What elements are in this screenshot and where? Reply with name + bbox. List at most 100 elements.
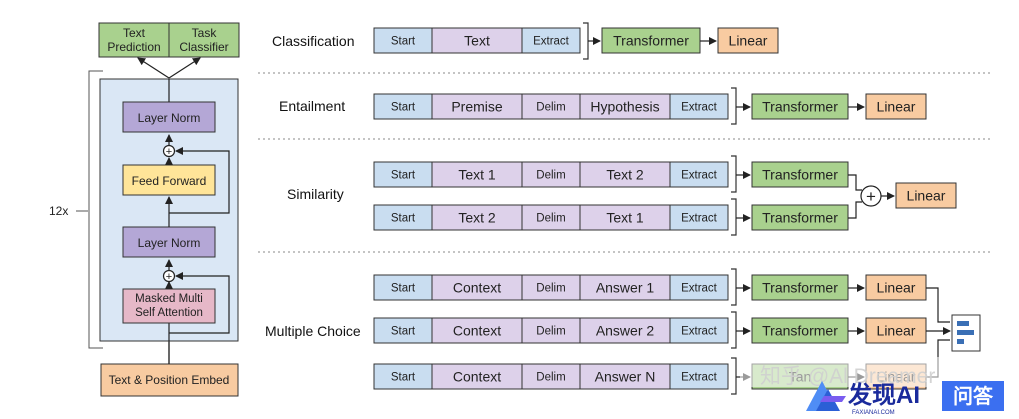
entailment-transformer-label: Transformer bbox=[762, 99, 838, 115]
watermark-ask-badge bbox=[942, 381, 1004, 411]
classification-linear-box bbox=[717, 27, 779, 54]
similarity-0-token-1-label: Text 1 bbox=[458, 167, 496, 183]
classification-linear-label: Linear bbox=[729, 33, 768, 49]
feed-forward-box bbox=[122, 164, 216, 196]
similarity-1-token-2-box bbox=[521, 204, 581, 231]
mc-0-token-2-label: Delim bbox=[536, 283, 565, 295]
similarity-0-token-0-box bbox=[373, 161, 433, 188]
similarity-0-token-0-label: Start bbox=[391, 170, 416, 182]
similarity-add-symbol: + bbox=[866, 187, 876, 206]
similarity-linear-box bbox=[895, 182, 957, 209]
classification-token-1-label: Text bbox=[464, 33, 490, 49]
brand-logo-icon bbox=[806, 381, 846, 411]
entailment-token-0-box bbox=[373, 93, 433, 120]
output-text-prediction-box bbox=[98, 22, 170, 58]
mc-1-token-4-box bbox=[669, 317, 729, 344]
entailment-token-3-label: Hypothesis bbox=[590, 99, 659, 115]
entailment-token-2-label: Delim bbox=[536, 102, 565, 114]
softmax-bar-3 bbox=[957, 339, 964, 344]
label-entailment: Entailment bbox=[279, 98, 345, 114]
mc-0-linear-label: Linear bbox=[877, 280, 916, 296]
similarity-0-token-3-box bbox=[579, 161, 671, 188]
similarity-merge-bottom bbox=[848, 201, 862, 219]
mc-2-token-2-label: Delim bbox=[536, 372, 565, 384]
mc-1-transformer-label: Transformer bbox=[762, 323, 838, 339]
classification-token-2-box bbox=[521, 27, 581, 54]
entailment-token-4-label: Extract bbox=[681, 102, 718, 114]
embed-box bbox=[100, 363, 239, 397]
entailment-token-1-label: Premise bbox=[451, 99, 503, 115]
similarity-merge-top bbox=[848, 174, 862, 191]
similarity-0-token-2-label: Delim bbox=[536, 170, 565, 182]
label-multiple-choice: Multiple Choice bbox=[265, 323, 361, 339]
similarity-0-token-4-label: Extract bbox=[681, 170, 718, 182]
output-text-prediction-line2: Prediction bbox=[107, 40, 160, 54]
classification-bracket bbox=[583, 22, 589, 60]
masked-attention-line2: Self Attention bbox=[135, 307, 203, 319]
embed-label: Text & Position Embed bbox=[109, 373, 230, 387]
entailment-token-4-box bbox=[669, 93, 729, 120]
watermark: 知乎 @Al Dreamer 发现AI FAXIANAI.COM 问答 bbox=[740, 357, 1004, 416]
mc-1-bracket bbox=[731, 311, 737, 349]
feed-forward-label: Feed Forward bbox=[132, 174, 207, 188]
residual-add-1 bbox=[162, 269, 176, 283]
watermark-brand: 发现AI bbox=[847, 381, 920, 409]
mc-2-token-4-box bbox=[669, 363, 729, 390]
similarity-0-bracket bbox=[731, 155, 737, 193]
entailment-token-0-label: Start bbox=[391, 102, 416, 114]
output-text-prediction-line1: Text bbox=[123, 26, 146, 40]
mc-0-token-0-label: Start bbox=[391, 283, 416, 295]
mc-0-transformer-box bbox=[751, 274, 849, 301]
classification-token-0-label: Start bbox=[391, 36, 416, 48]
repeat-bracket bbox=[88, 70, 103, 349]
watermark-zhihu: 知乎 @Al Dreamer bbox=[760, 365, 935, 388]
mc-1-token-4-label: Extract bbox=[681, 326, 718, 338]
mc-0-transformer-label: Transformer bbox=[762, 280, 838, 296]
label-similarity: Similarity bbox=[287, 186, 344, 202]
mc-1-linear-label: Linear bbox=[877, 323, 916, 339]
mc-1-token-3-box bbox=[579, 317, 671, 344]
classification-token-2-label: Extract bbox=[533, 36, 570, 48]
mc-2-bracket bbox=[731, 357, 737, 395]
mc-1-token-2-box bbox=[521, 317, 581, 344]
similarity-1-token-4-label: Extract bbox=[681, 213, 718, 225]
mc-0-token-3-box bbox=[579, 274, 671, 301]
mc-0-token-4-box bbox=[669, 274, 729, 301]
similarity-1-token-4-box bbox=[669, 204, 729, 231]
mc-1-token-3-label: Answer 2 bbox=[596, 323, 655, 339]
mc-1-token-0-label: Start bbox=[391, 326, 416, 338]
residual-add-1-symbol: + bbox=[166, 271, 172, 283]
mc-merge-1 bbox=[926, 287, 950, 323]
mc-2-token-3-label: Answer N bbox=[595, 369, 656, 385]
entailment-bracket bbox=[731, 87, 737, 125]
mc-1-linear-box bbox=[865, 317, 927, 344]
mc-2-token-4-label: Extract bbox=[681, 372, 718, 384]
similarity-1-token-3-label: Text 1 bbox=[606, 210, 644, 226]
classification-transformer-label: Transformer bbox=[613, 33, 689, 49]
residual-add-2 bbox=[162, 144, 176, 158]
arrow-to-text-prediction bbox=[137, 57, 170, 79]
classification-transformer-box bbox=[601, 27, 701, 54]
mc-2-token-3-box bbox=[579, 363, 671, 390]
mc-0-token-3-label: Answer 1 bbox=[596, 280, 655, 296]
mc-1-token-2-label: Delim bbox=[536, 326, 565, 338]
layer-norm-bottom-label: Layer Norm bbox=[138, 236, 201, 250]
similarity-1-token-3-box bbox=[579, 204, 671, 231]
output-task-classifier-line2: Classifier bbox=[179, 40, 228, 54]
watermark-ask: 问答 bbox=[953, 384, 994, 408]
similarity-0-token-3-label: Text 2 bbox=[606, 167, 644, 183]
softmax-bar-1 bbox=[957, 321, 969, 326]
similarity-1-token-1-box bbox=[431, 204, 523, 231]
mc-0-token-1-label: Context bbox=[453, 280, 501, 296]
layer-norm-top-label: Layer Norm bbox=[138, 111, 201, 125]
masked-attention-line1: Masked Multi bbox=[135, 293, 203, 305]
similarity-1-token-1-label: Text 2 bbox=[458, 210, 496, 226]
mc-2-token-0-label: Start bbox=[391, 372, 416, 384]
similarity-0-transformer-box bbox=[751, 161, 849, 188]
watermark-brand-sub: FAXIANAI.COM bbox=[852, 410, 895, 416]
similarity-0-token-1-box bbox=[431, 161, 523, 188]
arrow-to-task-classifier bbox=[168, 57, 201, 79]
similarity-0-token-2-box bbox=[521, 161, 581, 188]
entailment-linear-box bbox=[865, 93, 927, 120]
mc-2-token-0-box bbox=[373, 363, 433, 390]
